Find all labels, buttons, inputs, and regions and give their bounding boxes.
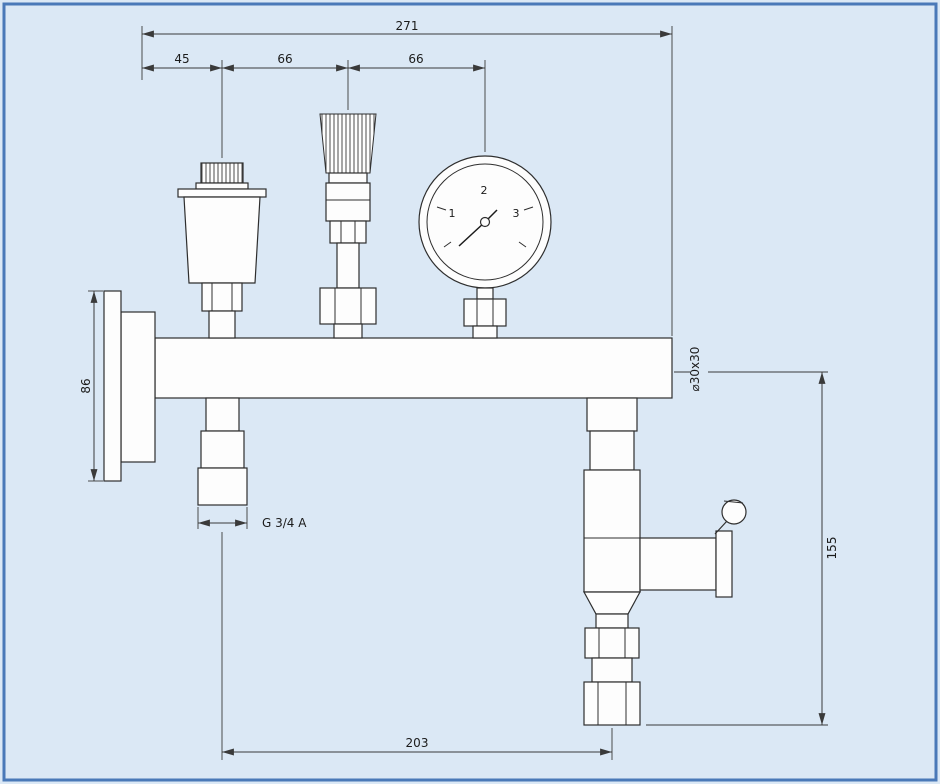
- drain-lower-pipe: [591, 657, 633, 683]
- dimension-flange-height: 86: [79, 290, 103, 482]
- gauge-neck: [472, 325, 498, 339]
- gauge-nut: [463, 298, 507, 327]
- gauge-hub: [479, 216, 491, 228]
- gauge-needle: [458, 221, 486, 247]
- flange-adapter-block: [120, 311, 156, 463]
- pressure-gauge: 1 2 3: [418, 155, 552, 339]
- flange-plate: [103, 290, 122, 482]
- air-vent-valve: [177, 162, 267, 339]
- dim-155-label: 155: [825, 537, 839, 560]
- dim-271-label: 271: [396, 19, 419, 33]
- manifold-bar: [154, 337, 673, 399]
- drain-union-nut: [584, 627, 640, 659]
- safety-valve-body: [325, 182, 371, 222]
- dimension-bottom-span: 203: [221, 532, 613, 760]
- air-vent-nut: [201, 282, 243, 312]
- safety-valve-neck: [333, 323, 363, 339]
- safety-valve-nut: [329, 220, 367, 244]
- drain-pipe-mid: [589, 430, 635, 471]
- drain-side-branch: [639, 537, 717, 591]
- drain-pipe-upper: [586, 397, 638, 432]
- manifold-bar-body: [154, 337, 673, 399]
- drain-handle-stem: [714, 520, 728, 535]
- air-vent-disc: [177, 188, 267, 198]
- thread-size-label: G 3/4 A: [262, 516, 307, 530]
- gauge-mark-3: 3: [513, 207, 520, 220]
- gauge-mark-1: 1: [449, 207, 456, 220]
- drain-short-pipe: [595, 613, 629, 629]
- air-vent-neck: [208, 310, 236, 339]
- dimension-total-width: 271: [141, 19, 673, 336]
- dimension-right-height: ⌀30x30 155: [646, 338, 839, 726]
- left-pipe-upper: [205, 397, 240, 432]
- dim-45-label: 45: [174, 52, 189, 66]
- bar-section-label: ⌀30x30: [688, 347, 702, 392]
- air-vent-body: [183, 196, 261, 284]
- drain-end-fitting: [583, 681, 641, 726]
- left-outlet-pipe: [197, 397, 248, 506]
- air-vent-knurled-cap: [200, 162, 244, 184]
- wall-flange: [103, 290, 156, 482]
- safety-valve-collar: [328, 172, 368, 184]
- dim-66a-label: 66: [277, 52, 292, 66]
- safety-valve: [319, 113, 377, 339]
- drain-valve-body: [583, 469, 641, 593]
- safety-valve-stem: [336, 242, 360, 289]
- dimension-thread: G 3/4 A: [197, 507, 307, 530]
- drain-branch-flange: [715, 530, 733, 598]
- drain-taper: [582, 591, 642, 615]
- air-vent-cap-rim: [195, 182, 249, 190]
- dim-86-label: 86: [79, 378, 93, 393]
- dimension-spacings: 45 66 66: [142, 52, 486, 158]
- drain-handwheel: [721, 499, 747, 525]
- dim-66b-label: 66: [408, 52, 423, 66]
- dim-203-label: 203: [406, 736, 429, 750]
- safety-valve-base-nut: [319, 287, 377, 325]
- left-pipe-thread-end: [197, 467, 248, 506]
- drain-valve-assembly: [582, 397, 747, 726]
- gauge-face: [426, 163, 544, 281]
- gauge-stem: [476, 287, 494, 300]
- safety-valve-ribbed-cap: [319, 113, 377, 174]
- left-pipe-middle: [200, 430, 245, 469]
- gauge-mark-2: 2: [481, 184, 488, 197]
